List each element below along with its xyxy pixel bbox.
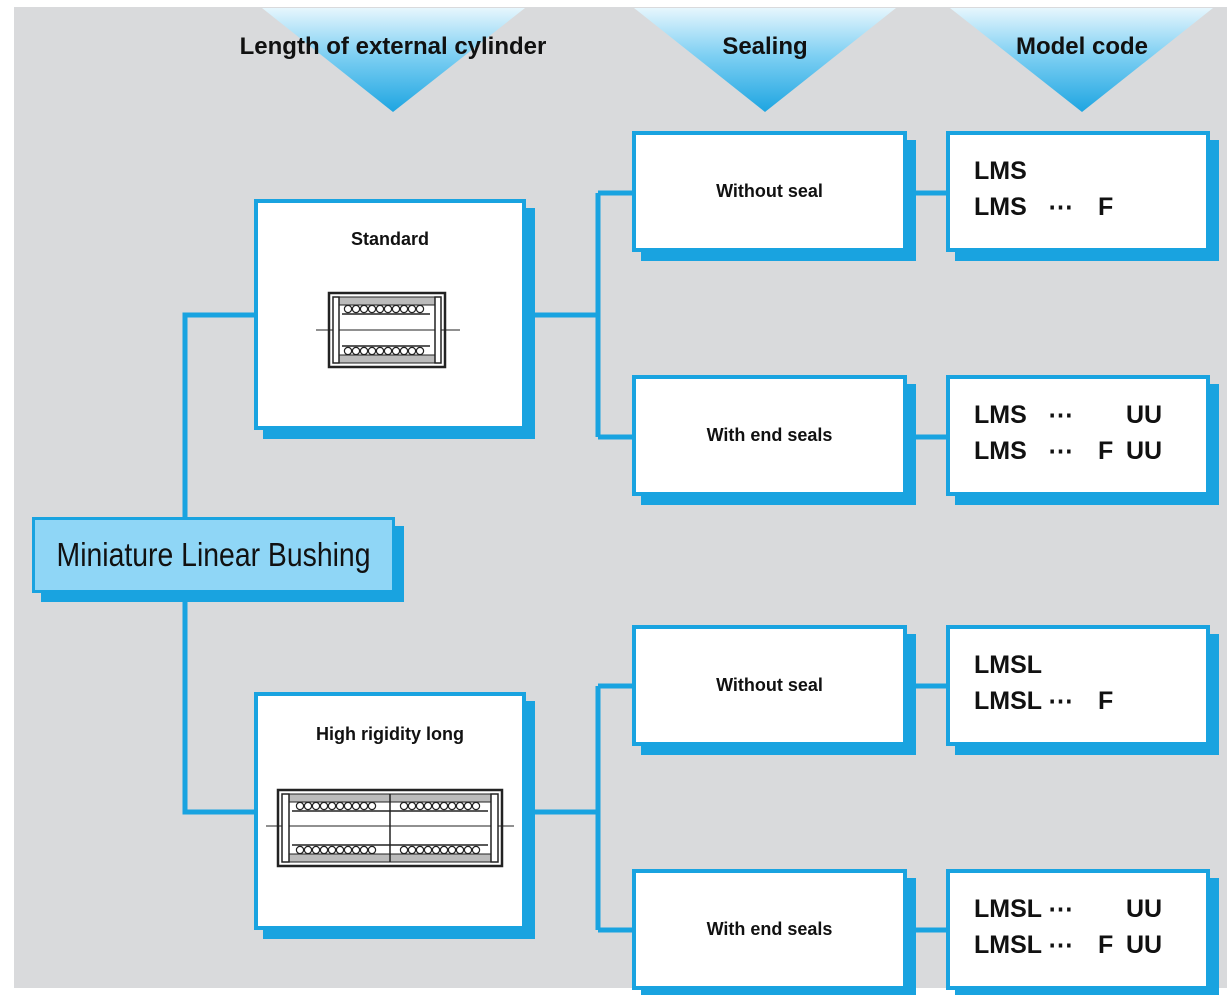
standard-bushing-icon [316,291,460,369]
code-line: LMS [974,156,1027,185]
header-model-code: Model code [1015,33,1148,60]
code-line: LMS⋯UU [974,400,1163,430]
code-line: LMSL⋯F [974,686,1114,716]
length-label-long: High rigidity long [316,724,464,744]
header-arrow-sealing [634,8,896,112]
code-line: LMS⋯F [974,192,1114,222]
code-line: LMSL [974,650,1043,679]
connector-root-to-lengths [182,312,262,815]
sealing-label: With end seals [706,425,833,445]
code-box-standard-without: LMS LMS⋯F [946,131,1210,252]
root-label: Miniature Linear Bushing [56,536,371,573]
sealing-box-standard-without: Without seal [632,131,907,252]
long-bushing-icon [266,788,514,868]
length-label-standard: Standard [350,229,429,249]
length-box-long: High rigidity long [254,692,526,930]
connector-standard-to-sealing [526,190,638,440]
header-length: Length of external cylinder [239,33,547,60]
sealing-box-standard-with: With end seals [632,375,907,496]
header-arrow-model-code [950,8,1213,112]
sealing-box-long-without: Without seal [632,625,907,746]
code-list: LMS LMS⋯F [974,153,1126,225]
code-line: LMSL⋯UU [974,894,1163,924]
sealing-label: With end seals [706,919,833,939]
header-arrow-length [262,8,525,112]
code-list: LMSL LMSL⋯F [974,647,1126,719]
sealing-box-long-with: With end seals [632,869,907,990]
connector-sealing-to-codes [906,190,952,933]
header-sealing: Sealing [722,33,808,60]
sealing-label: Without seal [716,675,823,695]
root-node: Miniature Linear Bushing [32,517,395,593]
code-box-long-without: LMSL LMSL⋯F [946,625,1210,746]
length-box-standard: Standard [254,199,526,430]
connector-long-to-sealing [526,683,638,933]
sealing-label: Without seal [716,181,823,201]
